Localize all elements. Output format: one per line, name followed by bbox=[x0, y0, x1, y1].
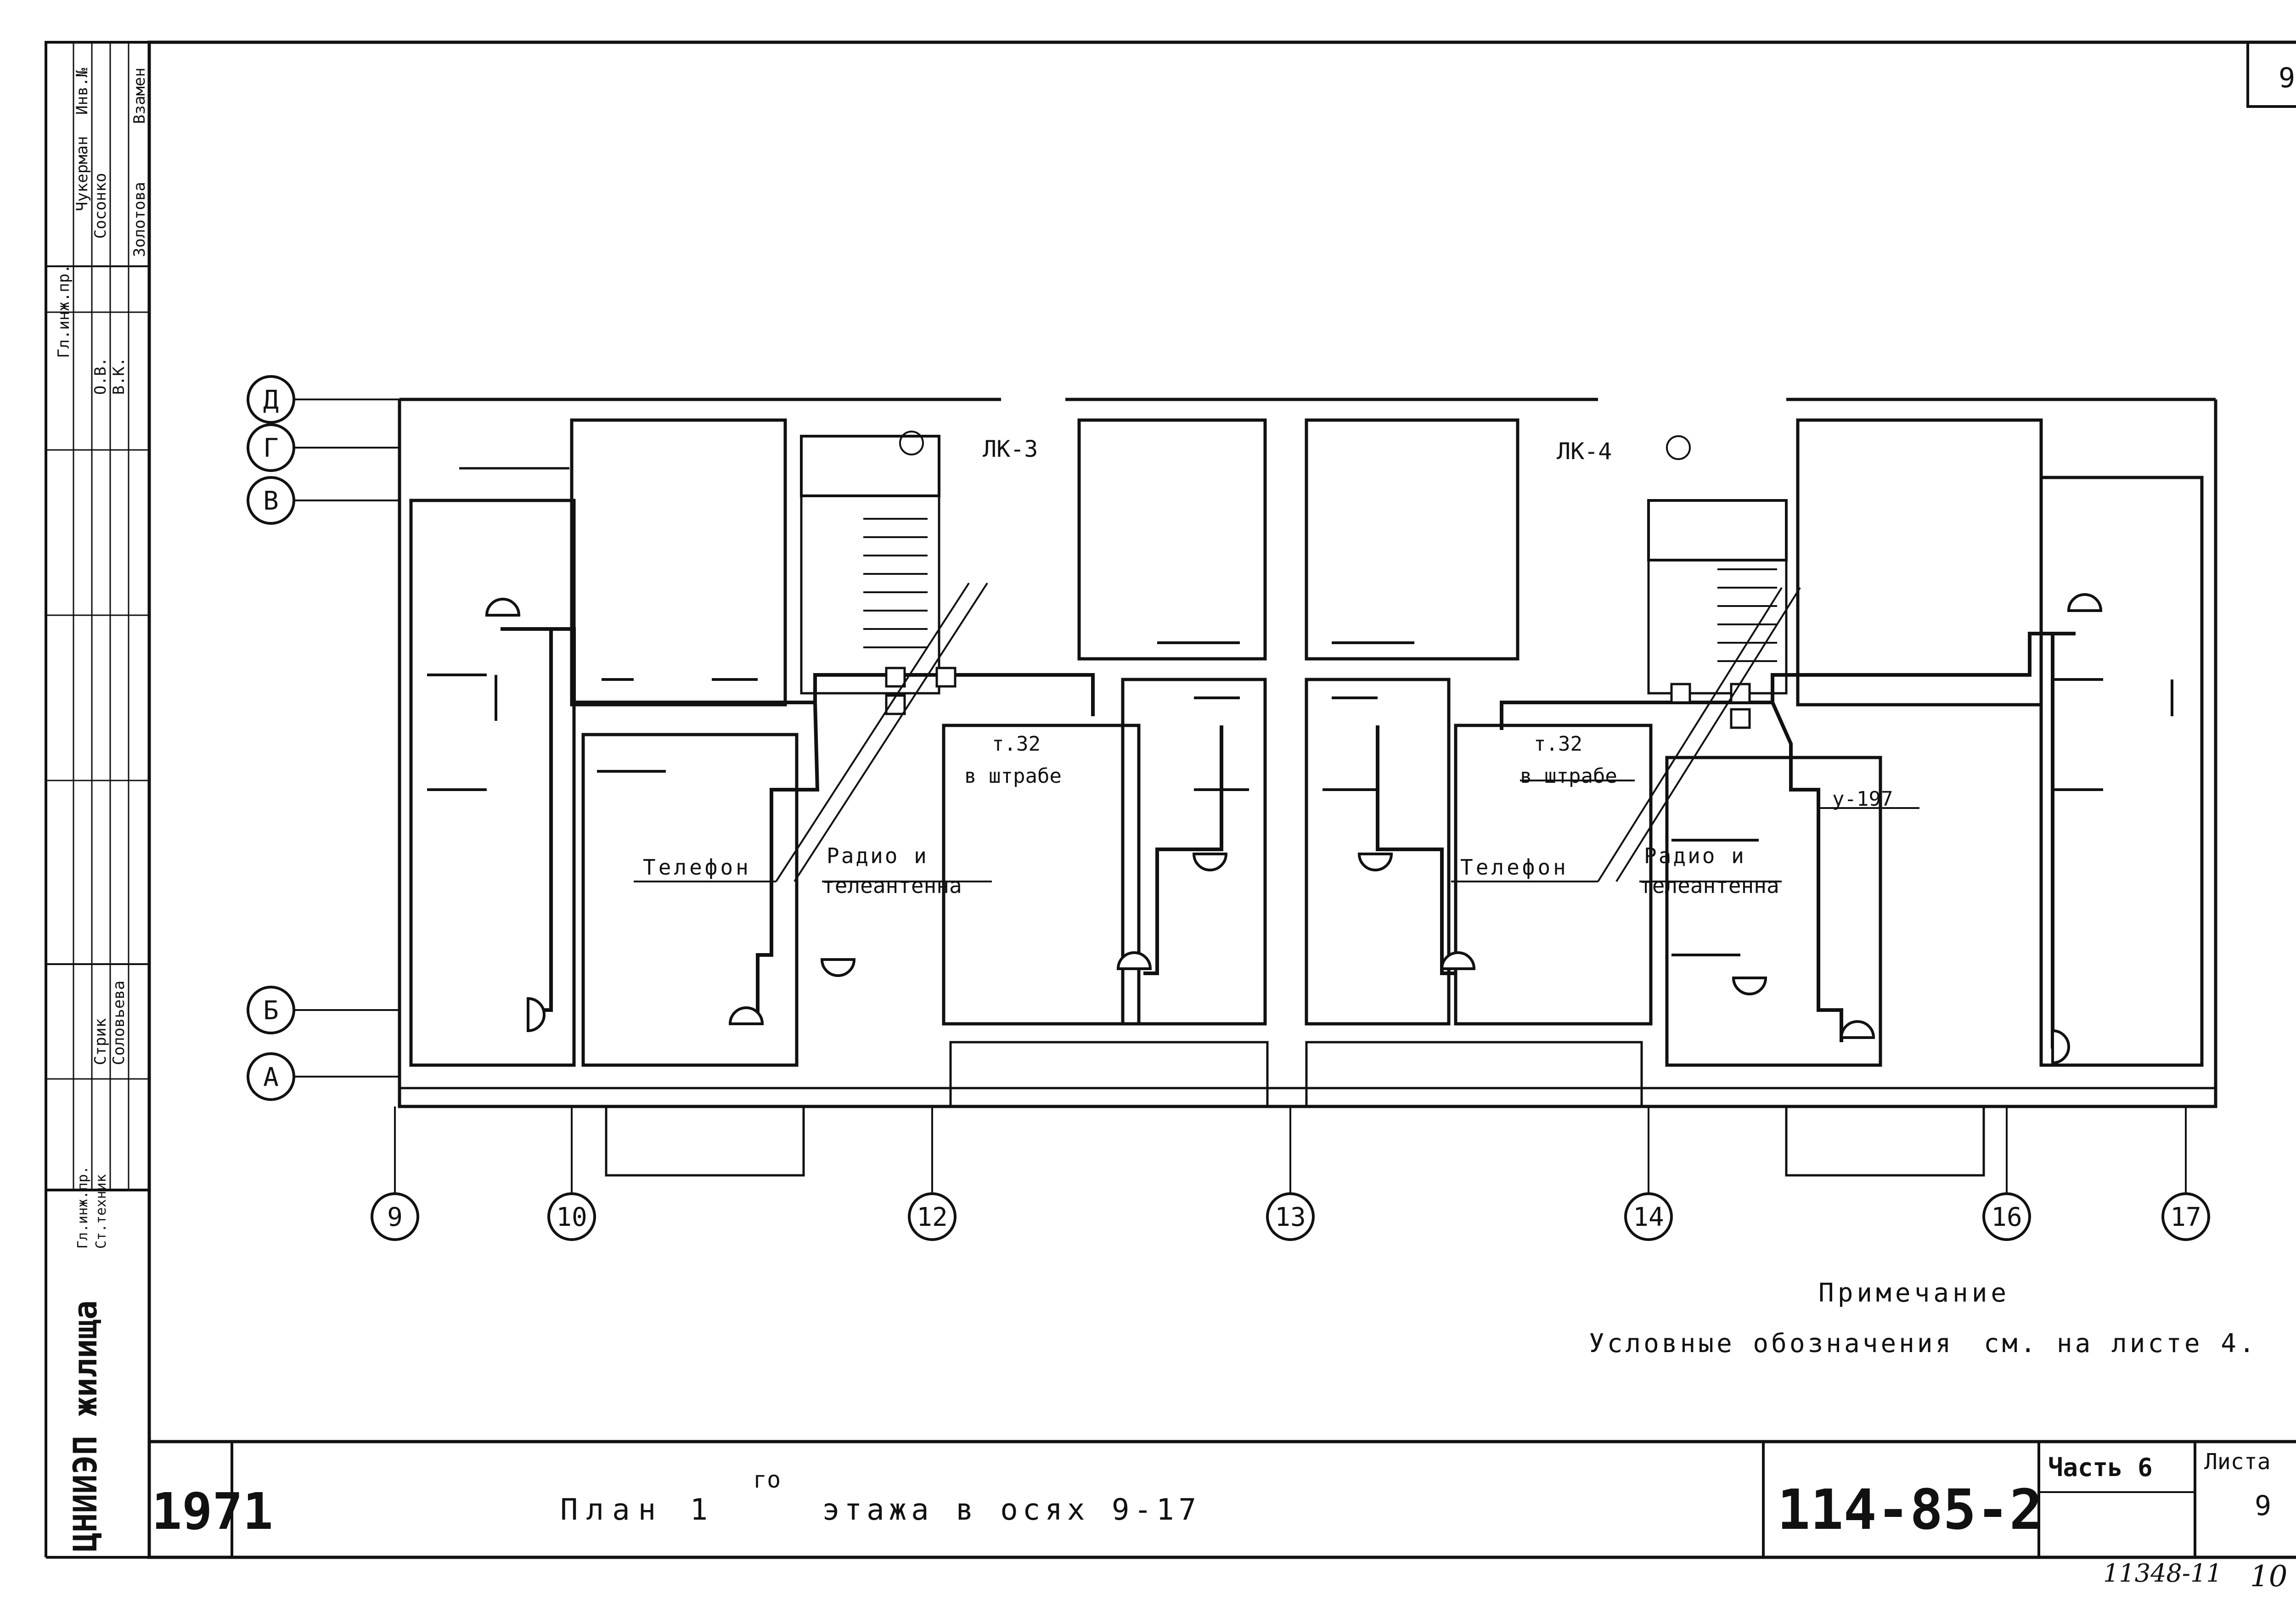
row-axis-2: Г bbox=[247, 423, 400, 472]
phone-label-left: Телефон bbox=[643, 855, 751, 880]
pipe-label-right: т.32 bbox=[1534, 732, 1582, 756]
column-axis-2: 10 bbox=[547, 1106, 596, 1241]
column-axis-label: 16 bbox=[1991, 1202, 2022, 1232]
left-stamp bbox=[45, 41, 151, 1559]
stamp-row-4-name: Соловьева bbox=[110, 981, 128, 1065]
radio-label-left: Радио и bbox=[827, 843, 929, 868]
stamp-texts: Гл.инж.пр. Чукерман Инв.№ О.В. Сосонко В… bbox=[55, 67, 149, 1552]
tv-label-left: телеантенна bbox=[822, 873, 962, 898]
stair-label-right: ЛК-4 bbox=[1557, 438, 1612, 465]
stamp-row-1-extra: Инв.№ bbox=[73, 67, 91, 115]
column-axis-7: 17 bbox=[2161, 1106, 2210, 1241]
plan-labels: ЛК-3 ЛК-4 т.32 в штрабе т.32 в штрабе у-… bbox=[643, 436, 1893, 898]
column-axis-label: 14 bbox=[1633, 1202, 1664, 1232]
row-axis-label: Д bbox=[263, 385, 279, 415]
sheet-number: 9 bbox=[2279, 62, 2295, 94]
title-sup: го bbox=[753, 1466, 781, 1493]
wiring bbox=[501, 627, 2076, 1049]
note-ref: см. на листе 4. bbox=[1984, 1329, 2257, 1359]
radio-label-right: Радио и bbox=[1644, 843, 1746, 868]
outlets bbox=[485, 593, 2103, 1065]
groove-label-left: в штрабе bbox=[964, 764, 1062, 788]
row-axis-label: Г bbox=[263, 433, 279, 463]
stamp-row-3-name: Золотова bbox=[130, 182, 149, 257]
inventory-number: 11348-11 bbox=[2103, 1559, 2222, 1588]
tv-label-right: телеантенна bbox=[1639, 873, 1779, 898]
page-number: 10 bbox=[2250, 1560, 2287, 1594]
title-rest: этажа в осях 9-17 bbox=[822, 1493, 1201, 1527]
column-axis-label: 12 bbox=[917, 1202, 947, 1232]
note-heading: Примечание bbox=[1818, 1278, 2010, 1308]
row-axis-1: Д bbox=[247, 375, 400, 424]
building-walls bbox=[398, 398, 2217, 1177]
junction-boxes bbox=[885, 667, 1751, 729]
axes-layer: ДГВ Б А 9 10 12 13 14 16 17 bbox=[247, 375, 2210, 1241]
column-axis-4: 13 bbox=[1266, 1106, 1315, 1241]
openings bbox=[427, 641, 2173, 956]
stamp-row-6-role: Ст.техник bbox=[93, 1174, 109, 1249]
project-code: 114-85-2 bbox=[1777, 1478, 2043, 1542]
stamp-row-1-role: Гл.инж.пр. bbox=[55, 264, 73, 358]
sheets-value: 9 bbox=[2255, 1490, 2271, 1522]
stamp-row-3-extra: Взамен bbox=[130, 67, 149, 124]
pipe-label-left: т.32 bbox=[992, 732, 1041, 756]
groove-label-right: в штрабе bbox=[1520, 764, 1617, 788]
column-axis-5: 14 bbox=[1624, 1106, 1673, 1241]
row-axis-5: А bbox=[247, 1052, 400, 1101]
stair-label-left: ЛК-3 bbox=[983, 436, 1038, 462]
note-text: Условные обозначения bbox=[1589, 1329, 1953, 1359]
column-axis-label: 17 bbox=[2170, 1202, 2201, 1232]
stamp-row-5-role: Гл.инж.пр. bbox=[75, 1166, 91, 1249]
row-axis-3: В bbox=[247, 476, 400, 525]
title-main: План 1 bbox=[560, 1493, 716, 1527]
column-axis-1: 9 bbox=[371, 1106, 419, 1241]
row-axis-4: Б bbox=[247, 986, 400, 1034]
stamp-row-3-role: В.К. bbox=[110, 357, 128, 395]
column-axis-label: 9 bbox=[387, 1202, 403, 1232]
leader-lines bbox=[634, 582, 1919, 882]
part-label: Часть 6 bbox=[2048, 1453, 2153, 1482]
phone-label-right: Телефон bbox=[1460, 855, 1569, 880]
column-axis-6: 16 bbox=[1982, 1106, 2031, 1241]
stair-treads bbox=[863, 431, 1777, 662]
column-axis-label: 13 bbox=[1275, 1202, 1306, 1232]
mark-label-right: у-197 bbox=[1832, 787, 1893, 811]
column-axis-3: 12 bbox=[908, 1106, 957, 1241]
stamp-row-4-role: Стрик bbox=[91, 1018, 110, 1065]
year: 1971 bbox=[152, 1482, 273, 1541]
stamp-row-2-role: О.В. bbox=[91, 357, 110, 395]
stamp-row-2-name: Сосонко bbox=[91, 173, 110, 239]
row-axis-label: Б bbox=[263, 996, 279, 1026]
column-axis-label: 10 bbox=[556, 1202, 587, 1232]
sheets-label: Листа bbox=[2204, 1449, 2271, 1475]
stamp-row-1-name: Чукерман bbox=[73, 136, 91, 211]
row-axis-label: А bbox=[263, 1062, 279, 1092]
row-axis-label: В bbox=[263, 486, 279, 516]
org-name: ЦНИИЭП жилища bbox=[67, 1300, 104, 1552]
sheet-texts: 9 Примечание Условные обозначения см. на… bbox=[152, 62, 2295, 1594]
